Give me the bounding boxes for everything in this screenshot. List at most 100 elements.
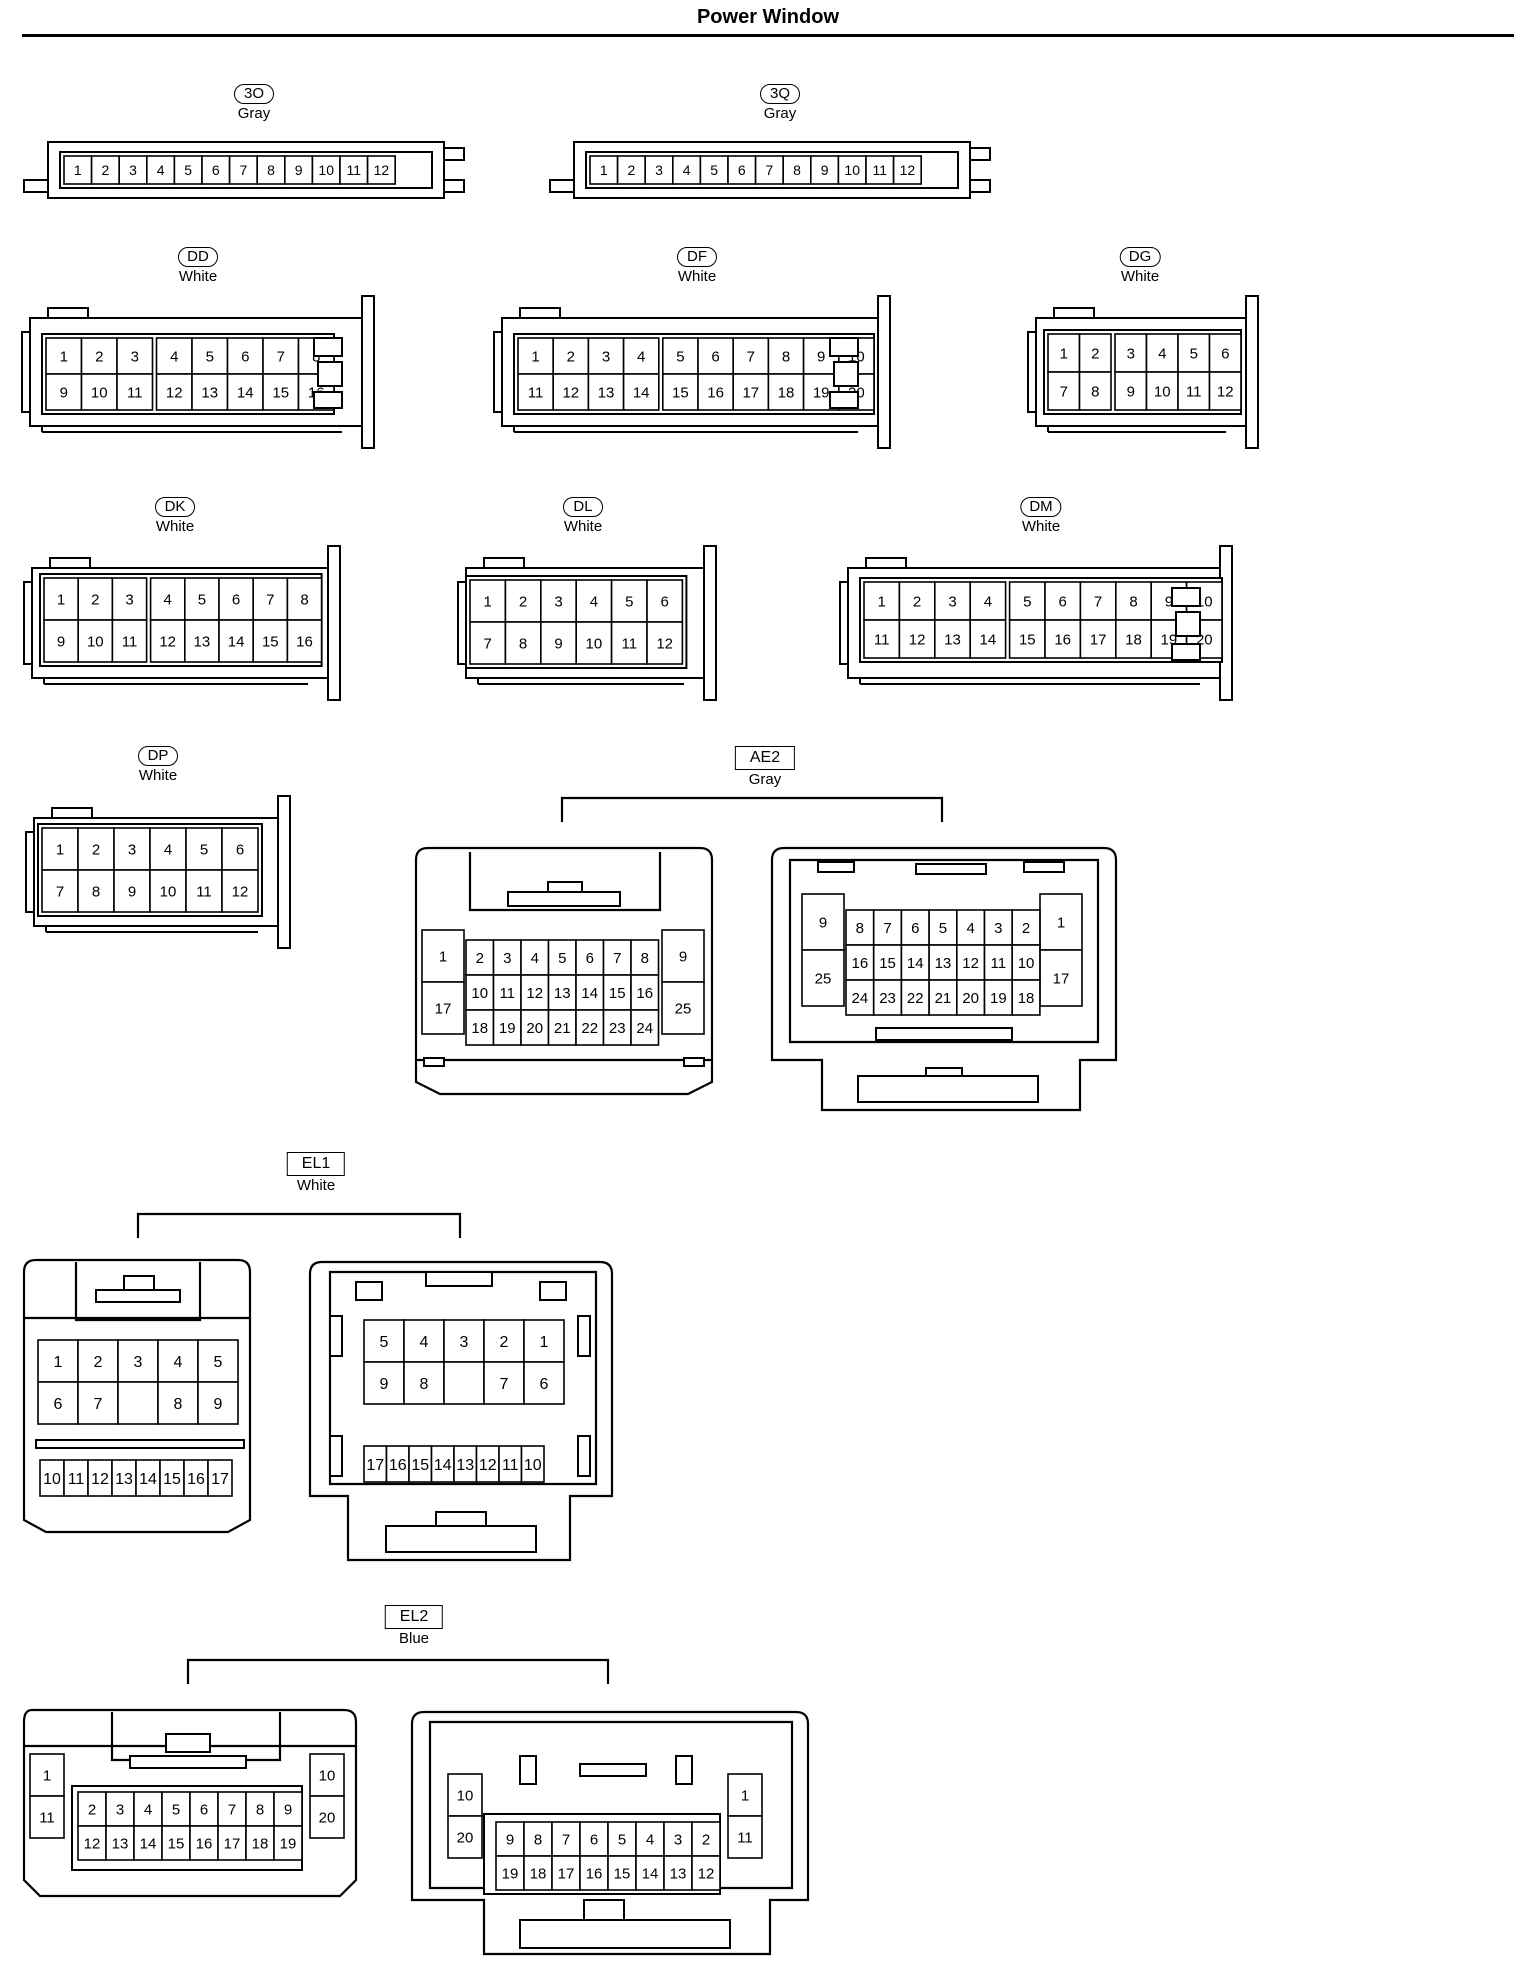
pin-cell: 1 [1047,333,1081,373]
pin-cell-box [1177,371,1211,411]
pin-cell: 12 [691,1855,721,1891]
pin-number: 6 [200,1801,208,1818]
pin-number: 7 [500,1376,509,1393]
pin-number: 16 [196,1835,213,1852]
pin-number: 7 [94,1396,103,1413]
pin-number: 7 [883,920,891,937]
housing-outline [21,331,31,413]
pin-cell-box [252,577,289,621]
pin-number: 23 [879,990,896,1007]
pin-cell: 20 [447,1815,483,1859]
pin-cell: 2 [80,337,118,375]
pin-cell-box [309,1795,345,1839]
housing-outline [136,1212,462,1238]
pin-cell-box [872,979,903,1016]
pin-number: 1 [878,593,886,610]
pin-cell: 11 [498,1445,523,1483]
pin-number: 14 [434,1457,452,1474]
pin-cell: 18 [1011,979,1041,1016]
pin-cell: 7 [469,621,507,665]
pin-cell-box [1047,371,1081,411]
pin-cell-box [837,155,867,185]
housing-outline [577,1315,591,1357]
pin-cell-box [262,373,300,411]
pin-cell-box [403,1361,445,1405]
pin-cell: 8 [1115,581,1153,621]
pin-number: 11 [39,1809,55,1826]
connector-code: DP [138,746,178,766]
connector-color: Blue [398,1630,430,1647]
pin-number: 15 [614,1865,631,1882]
pin-cell: 5 [363,1319,405,1363]
pin-number: 5 [939,920,947,937]
pin-number: 13 [201,384,218,401]
pin-number: 14 [228,633,245,650]
pin-number: 6 [241,348,249,365]
pin-cell-box [483,1319,525,1363]
housing-outline [875,1027,1013,1041]
pin-cell: 18 [523,1855,553,1891]
pin-number: 6 [911,920,919,937]
pin-cell-box [1145,371,1179,411]
pin-number: 17 [1053,970,1070,987]
pin-cell: 16 [630,974,660,1011]
pin-cell: 2 [90,155,120,185]
pin-number: 10 [844,162,860,178]
pin-number: 19 [813,384,830,401]
pin-cell: 12 [552,373,590,411]
pin-number: 11 [528,384,544,401]
connector-code: EL1 [286,1152,346,1176]
pin-cell-box [29,1795,65,1839]
pair-bracket [136,1212,462,1238]
pin-number: 9 [1127,383,1135,400]
pin-cell: 4 [149,577,186,621]
pin-cell-box [630,939,660,976]
housing-outline [123,1275,155,1291]
pin-cell-box [552,373,590,411]
pin-number: 5 [558,950,566,967]
pin-cell: 17 [551,1855,581,1891]
pin-number: 12 [1217,383,1234,400]
pin-number: 4 [144,1801,152,1818]
pin-number: 13 [456,1457,474,1474]
housing-outline [95,1289,181,1303]
pin-cell: 11 [339,155,369,185]
pin-cell-box [183,1459,209,1497]
pin-cell: 6 [221,827,259,871]
pin-cell-box [517,373,555,411]
pin-number: 11 [873,162,888,178]
pin-number: 25 [675,1000,692,1017]
pin-number: 18 [471,1020,488,1037]
pin-cell: 12 [898,619,936,659]
pin-cell: 17 [207,1459,233,1497]
connector-code: DK [155,497,195,517]
pin-cell: 2 [77,1339,119,1383]
pin-cell-box [801,949,845,1007]
pin-cell: 16 [697,373,735,411]
pin-number: 8 [420,1376,429,1393]
pin-number: 1 [60,348,68,365]
pin-cell: 5 [191,337,229,375]
pin-number: 14 [140,1835,157,1852]
pin-number: 6 [212,162,220,178]
pin-number: 15 [262,633,279,650]
pin-cell: 7 [602,939,632,976]
pin-cell: 12 [475,1445,500,1483]
pin-number: 9 [214,1396,223,1413]
connector-code: 3O [234,84,274,104]
pin-number: 4 [164,591,172,608]
pin-cell: 16 [845,944,875,981]
pin-number: 9 [295,162,303,178]
pin-cell-box [363,1361,405,1405]
housing-outline [1175,611,1201,637]
pin-cell: 5 [607,1821,637,1857]
pin-cell-box [155,373,193,411]
pin-cell-box [157,1339,199,1383]
pin-cell: 11 [1177,371,1211,411]
pin-number: 11 [68,1471,85,1488]
housing-outline [313,337,343,357]
pin-cell-box [111,577,148,621]
pin-cell: 21 [547,1009,577,1046]
pin-number: 19 [499,1020,516,1037]
